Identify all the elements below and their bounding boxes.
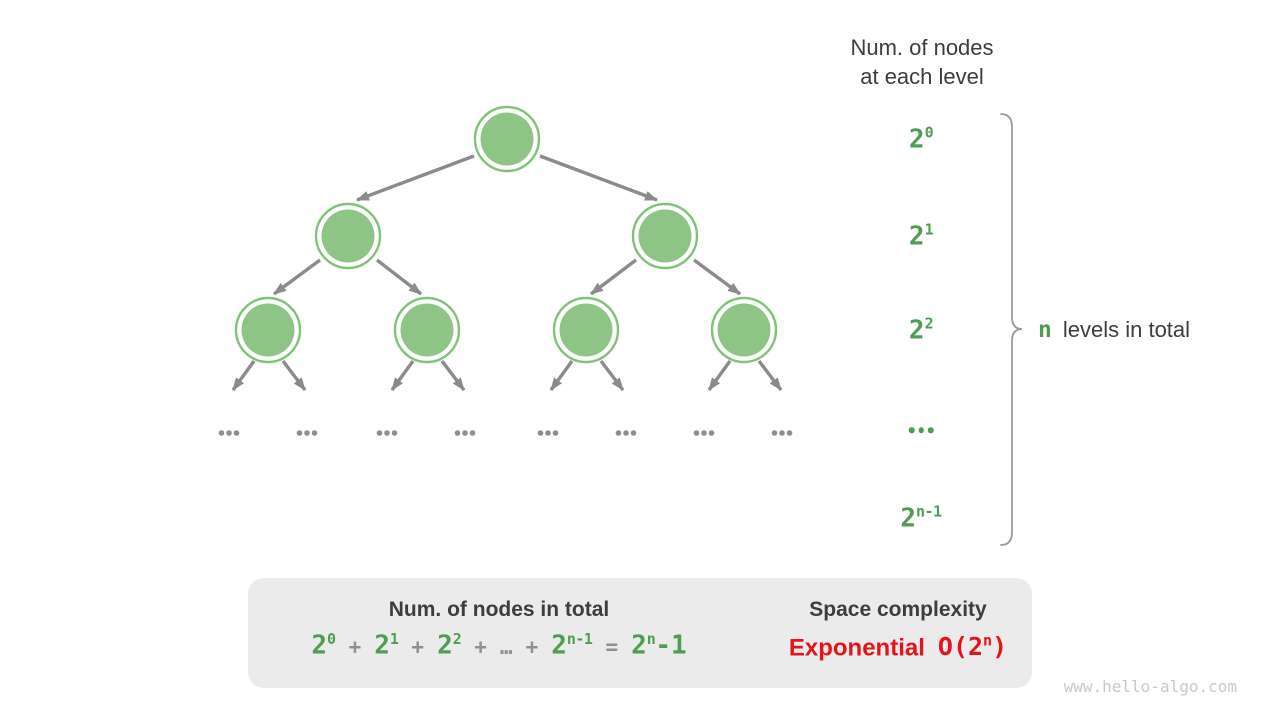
big-o-exponent: n: [983, 632, 993, 650]
level-count-label: 22: [908, 314, 934, 346]
formula-term: …: [499, 634, 513, 659]
green-dot: [918, 427, 924, 433]
tree-node: [717, 303, 771, 357]
summary-left: Num. of nodes in total 20+21+22+…+2n-1=2…: [264, 578, 734, 661]
leaf-continuation-arrow: [599, 359, 625, 392]
ellipsis-dot: [537, 430, 544, 436]
ellipsis-dot: [771, 430, 778, 436]
ellipsis-dot: [623, 430, 629, 436]
leaf-continuation-arrow: [390, 360, 415, 391]
ellipsis-dot: [384, 430, 390, 436]
leaf-continuation-arrow: [707, 360, 732, 391]
tree-node: [638, 209, 692, 263]
tree-edge-arrow: [589, 258, 638, 296]
ellipsis-dot: [545, 430, 551, 436]
ellipsis-dot: [304, 430, 310, 436]
formula-term: 20: [311, 630, 336, 661]
ellipsis-dot: [630, 430, 637, 436]
column-header-line2: at each level: [860, 64, 984, 89]
space-complexity-title: Space complexity: [809, 598, 987, 621]
brace-note-n: n: [1038, 317, 1052, 343]
ellipsis-dot: [233, 430, 240, 436]
level-count-label: 2n-1: [900, 502, 942, 534]
leaf-continuation-arrow: [440, 359, 466, 392]
tree-edge-arrow: [539, 154, 658, 202]
tree-edge-arrow: [272, 258, 322, 296]
leaf-continuation-arrow: [757, 359, 783, 392]
complexity-word: Exponential: [788, 634, 925, 662]
green-dot: [927, 427, 934, 433]
ellipsis-dot: [454, 430, 461, 436]
ellipsis-dot: [779, 430, 785, 436]
formula-term: +: [348, 634, 362, 659]
ellipsis-dot: [615, 430, 622, 436]
column-header-line1: Num. of nodes: [850, 35, 994, 60]
brace-note-text: levels in total: [1062, 317, 1191, 342]
ellipsis-dot: [226, 430, 232, 436]
big-o-close: ): [992, 632, 1008, 662]
level-count-label: 20: [908, 123, 934, 155]
formula-term: +: [474, 634, 487, 659]
total-nodes-title: Num. of nodes in total: [388, 598, 610, 621]
column-header: Num. of nodes at each level: [792, 33, 1052, 91]
ellipsis-dot: [391, 430, 398, 436]
big-o-base: O(2: [937, 632, 984, 662]
ellipsis-dot: [218, 430, 225, 436]
ellipsis-dot: [311, 430, 318, 436]
ellipsis-dot: [786, 430, 793, 436]
leaf-continuation-arrow: [231, 360, 256, 391]
leaf-continuation-arrow: [549, 360, 574, 391]
tree-node: [559, 303, 613, 357]
ellipsis-dot: [376, 430, 383, 436]
summary-box: Num. of nodes in total 20+21+22+…+2n-1=2…: [248, 578, 1032, 688]
formula-term: 2n-1: [551, 630, 593, 661]
ellipsis-dot: [296, 430, 303, 436]
ellipsis-dot: [462, 430, 468, 436]
ellipsis-dot: [552, 430, 559, 436]
formula-term: +: [525, 634, 539, 659]
tree-edge-arrow: [356, 154, 475, 202]
ellipsis-dot: [693, 430, 700, 436]
ellipsis-dot: [701, 430, 707, 436]
watermark-url: www.hello-algo.com: [1063, 677, 1237, 696]
total-nodes-formula: 20 +21 +22 + … +2n-1 = 2n-1: [264, 630, 734, 661]
brace-note: n levels in total: [1038, 316, 1190, 344]
formula-term: 22: [437, 630, 462, 661]
green-dot: [908, 427, 915, 433]
leaf-continuation-arrow: [281, 359, 307, 392]
big-o-notation: O(2n): [938, 632, 1007, 661]
formula-term: 2n-1: [631, 630, 687, 661]
ellipsis-dot: [469, 430, 476, 436]
formula-term: +: [411, 634, 425, 659]
formula-term: =: [605, 634, 619, 659]
tree-node: [400, 303, 454, 357]
tree-node: [241, 303, 295, 357]
formula-term: 21: [374, 630, 399, 661]
space-complexity-value: Exponential O(2n): [764, 632, 1032, 662]
level-count-ellipsis: [908, 427, 934, 433]
tree-node: [480, 112, 534, 166]
tree-edge-arrow: [375, 258, 423, 296]
tree-node: [321, 209, 375, 263]
summary-right: Space complexity Exponential O(2n): [764, 578, 1032, 662]
ellipsis-dot: [708, 430, 715, 436]
tree-edge-arrow: [692, 258, 742, 296]
levels-brace: [1000, 113, 1023, 546]
level-count-label: 21: [908, 220, 934, 252]
